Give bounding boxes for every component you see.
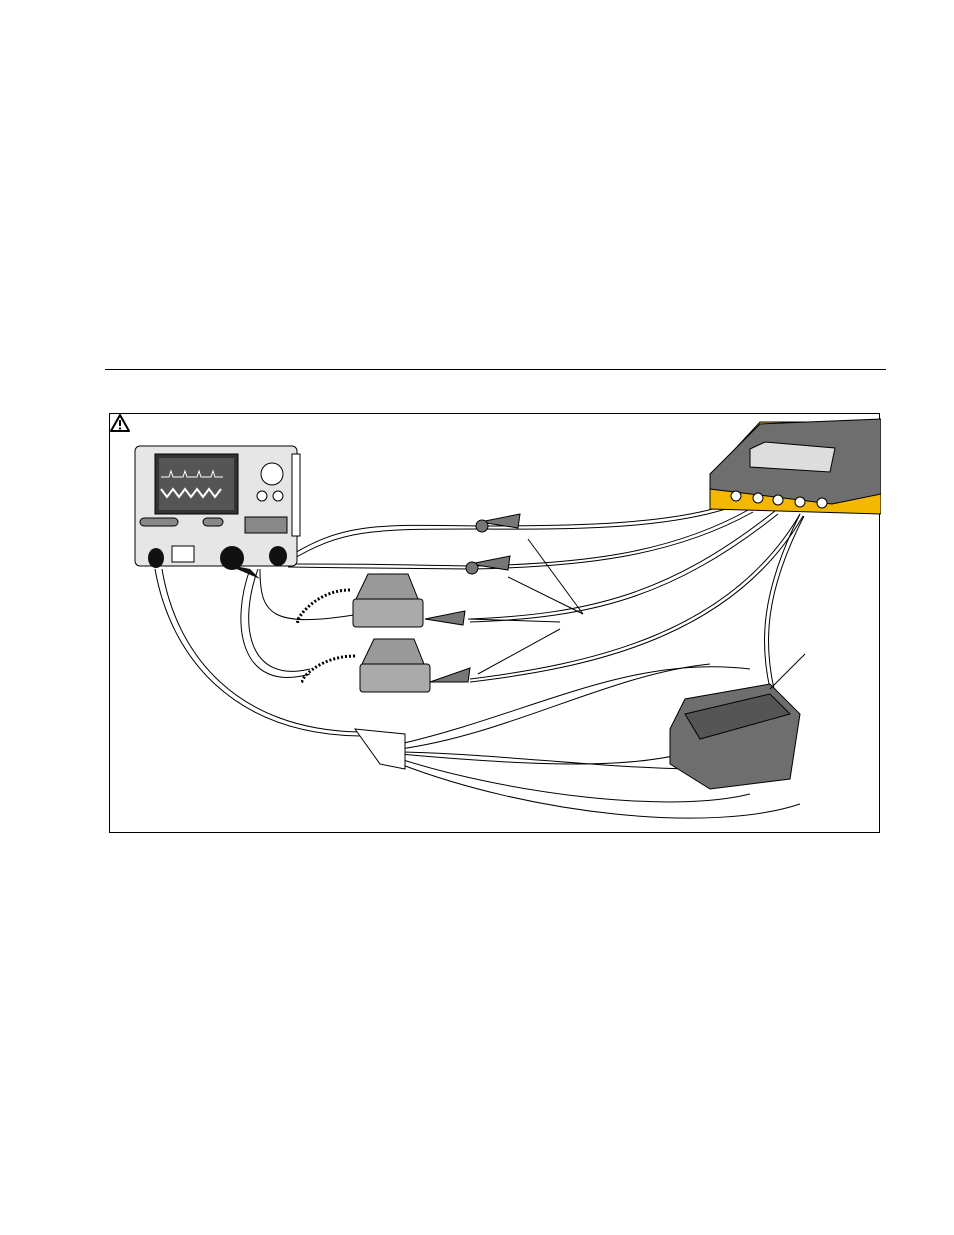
- connection-diagram: [109, 413, 881, 833]
- alligator-clip-icon: [424, 513, 521, 683]
- analyzer-icon: [709, 418, 881, 515]
- defibrillator-icon: [134, 445, 301, 579]
- section-divider: [105, 369, 886, 370]
- ecg-adapter-icon: [353, 683, 801, 790]
- illustration: [134, 418, 881, 819]
- warning-icon: [110, 414, 130, 432]
- arrow-icon: [467, 538, 806, 690]
- paddle-icon: [296, 573, 431, 693]
